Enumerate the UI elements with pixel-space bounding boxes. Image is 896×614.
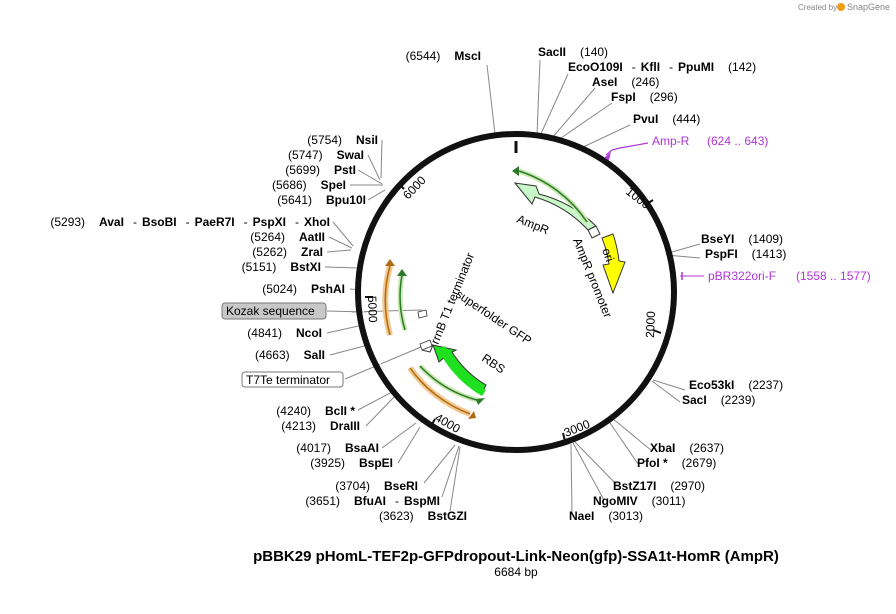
primer-Amp-R-range: (624 .. 643) xyxy=(707,134,768,148)
primer-Amp-R[interactable]: Amp-R (624 .. 643) xyxy=(604,134,768,160)
enzyme-site-label[interactable]: (5686)SpeI xyxy=(272,178,346,192)
enzyme-site-label[interactable]: (5293)AvaI-BsoBI-PaeR7I-PspXI-XhoI xyxy=(50,215,330,229)
kozak-sequence-label: Kozak sequence xyxy=(226,304,315,318)
feature-T7Te-marker[interactable] xyxy=(419,339,433,351)
ruler-label-2000: 2000 xyxy=(643,311,658,338)
feature-ori-arrow[interactable] xyxy=(601,233,626,295)
enzyme-sites-left: (6544)MscI (5754)NsiI (5747)SwaI (5699)P… xyxy=(50,49,481,523)
AmpR-track-line xyxy=(518,170,588,223)
enzyme-site-label[interactable]: PspFI(1413) xyxy=(705,247,786,261)
plasmid-backbone xyxy=(355,131,677,453)
enzyme-site-label[interactable]: (5262)ZraI xyxy=(252,245,323,259)
enzyme-sites-right: SacII(140) EcoO109I-KflI-PpuMI(142) AseI… xyxy=(538,45,786,523)
primer-pBR322ori-F-range: (1558 .. 1577) xyxy=(796,269,871,283)
enzyme-site-label[interactable]: PfoI *(2679) xyxy=(637,456,716,470)
feature-terminator-arc-left xyxy=(384,265,391,336)
snapgene-brand: SnapGene xyxy=(847,2,890,12)
enzyme-site-label[interactable]: SacII(140) xyxy=(538,45,608,59)
enzyme-site-label[interactable]: (5024)PshAI xyxy=(262,282,345,296)
ruler-tick-marks xyxy=(365,182,662,442)
feature-AmpR-promoter-box[interactable] xyxy=(587,225,601,239)
enzyme-site-label[interactable]: NaeI(3013) xyxy=(569,509,643,523)
enzyme-site-label[interactable]: (5747)SwaI xyxy=(288,148,364,162)
enzyme-site-label[interactable]: (3704)BseRI xyxy=(335,479,418,493)
enzyme-site-label[interactable]: (5151)BstXI xyxy=(242,260,321,274)
t7te-terminator-label: T7Te terminator xyxy=(246,373,330,387)
enzyme-site-label[interactable]: (4663)SalI xyxy=(255,348,325,362)
enzyme-site-label[interactable]: (5699)PstI xyxy=(285,163,356,177)
primer-pBR322ori-F-name: pBR322ori-F xyxy=(708,269,776,283)
enzyme-site-label[interactable]: EcoO109I-KflI-PpuMI(142) xyxy=(568,60,756,74)
feature-label-RBS: RBS xyxy=(479,351,507,376)
enzyme-site-label[interactable]: (3925)BspEI xyxy=(310,456,393,470)
feature-superfolder-GFP-body xyxy=(438,346,486,396)
enzyme-site-label[interactable]: (4213)DraIII xyxy=(281,419,360,433)
plasmid-title: pBBK29 pHomL-TEF2p-GFPdropout-Link-Neon(… xyxy=(253,548,779,565)
enzyme-site-label[interactable]: BstZ17I(2970) xyxy=(613,479,705,493)
enzyme-site-label[interactable]: (5641)Bpu10I xyxy=(277,193,366,207)
enzyme-site-label[interactable]: (3651)BfuAI-BspMI xyxy=(305,494,440,508)
feature-label-AmpR: AmpR xyxy=(515,212,551,238)
enzyme-site-label[interactable]: BseYI(1409) xyxy=(701,232,783,246)
enzyme-site-label[interactable]: (5264)AatII xyxy=(250,230,325,244)
enzyme-site-label[interactable]: AseI(246) xyxy=(592,75,659,89)
GFP-track-arrowhead xyxy=(476,398,485,405)
left-track-line xyxy=(399,274,406,331)
primer-Amp-R-name: Amp-R xyxy=(652,134,690,148)
t7te-terminator-box[interactable] xyxy=(241,371,344,388)
plasmid-backbone-inner-line xyxy=(361,137,671,447)
enzyme-site-label[interactable]: XbaI(2637) xyxy=(650,441,724,455)
feature-kozak-marker[interactable] xyxy=(417,309,428,319)
enzyme-site-label[interactable]: (4240)BclI * xyxy=(276,404,355,418)
leader-lines xyxy=(324,59,701,514)
primer-pBR322ori-F[interactable]: pBR322ori-F (1558 .. 1577) xyxy=(680,269,871,283)
plasmid-size: 6684 bp xyxy=(494,565,538,579)
enzyme-site-label[interactable]: (3623)BstGZI xyxy=(379,509,467,523)
feature-terminator-arc-lower xyxy=(409,367,471,415)
enzyme-site-label[interactable]: NgoMIV(3011) xyxy=(593,494,685,508)
AmpR-track-arrowhead xyxy=(512,166,519,176)
enzyme-site-label[interactable]: (5754)NsiI xyxy=(307,133,378,147)
feature-label-superfolder-GFP: superfolder GFP xyxy=(453,287,534,348)
feature-label-ori: ori xyxy=(599,246,617,263)
created-by-credit: Created by xyxy=(798,3,837,12)
terminator-lower-arrowhead xyxy=(468,411,476,419)
terminator-left-arrowhead xyxy=(385,259,395,266)
snapgene-logo-icon xyxy=(837,3,845,11)
enzyme-site-label[interactable]: (4841)NcoI xyxy=(247,326,322,340)
ruler-label-5000: 5000 xyxy=(365,296,380,323)
enzyme-site-label[interactable]: Eco53kI(2237) xyxy=(689,378,783,392)
enzyme-site-label[interactable]: PvuI(444) xyxy=(633,112,700,126)
left-track-arrowhead xyxy=(397,269,407,276)
kozak-sequence-box[interactable] xyxy=(221,302,327,320)
enzyme-site-label[interactable]: (4017)BsaAI xyxy=(296,441,379,455)
enzyme-site-label[interactable]: FspI(296) xyxy=(611,90,678,104)
enzyme-site-label[interactable]: SacI(2239) xyxy=(682,393,755,407)
GFP-track-line xyxy=(419,365,482,402)
enzyme-site-label[interactable]: (6544)MscI xyxy=(406,49,481,63)
